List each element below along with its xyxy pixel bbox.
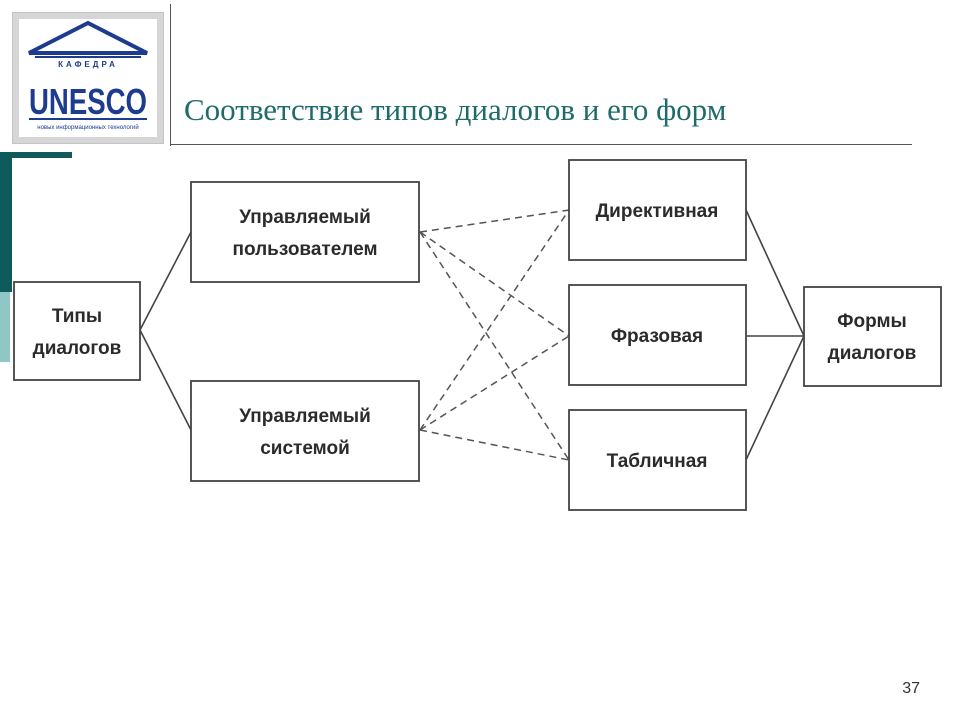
node-user-controlled-box <box>190 181 420 283</box>
node-types-label-1: Типы <box>52 306 102 327</box>
decor-bar-light-vertical <box>0 292 10 362</box>
node-forms-label-2: диалогов <box>828 343 917 364</box>
node-forms-box <box>803 286 942 387</box>
edge-types-to-user <box>139 231 192 331</box>
edge-user-to-directive <box>419 209 570 233</box>
edge-system-to-phrase <box>419 335 570 431</box>
edge-user-to-phrase <box>419 231 570 337</box>
unesco-logo-graphic: КАФЕДРА UNESCO новых информационных техн… <box>19 19 157 137</box>
node-tabular-label: Табличная <box>607 451 708 472</box>
solid-connectors <box>139 209 805 461</box>
edge-directive-to-forms <box>745 209 805 337</box>
logo-background <box>19 19 157 137</box>
node-types-label-2: диалогов <box>33 338 122 359</box>
edge-types-to-system <box>139 329 192 431</box>
node-tabular-box <box>568 409 747 511</box>
logo-name: UNESCO <box>29 81 147 122</box>
logo-roof-icon <box>28 20 148 55</box>
header-divider-horizontal <box>170 144 912 145</box>
edge-system-to-directive <box>419 209 570 431</box>
unesco-logo: КАФЕДРА UNESCO новых информационных техн… <box>12 12 164 144</box>
node-directive-box <box>568 159 747 261</box>
node-system-controlled-label-2: системой <box>260 438 350 459</box>
edge-system-to-tabular <box>419 429 570 461</box>
dashed-connectors <box>419 209 570 461</box>
decor-bar-dark-vertical <box>0 152 12 292</box>
node-forms-label-1: Формы <box>837 311 906 332</box>
logo-arc-text: КАФЕДРА <box>58 60 118 69</box>
node-system-controlled-label-1: Управляемый <box>239 406 371 427</box>
node-phrase-label: Фразовая <box>611 326 703 347</box>
node-system-controlled-box <box>190 380 420 482</box>
node-types-box <box>13 281 141 381</box>
edge-user-to-tabular <box>419 231 570 461</box>
edge-tabular-to-forms <box>745 335 805 461</box>
node-user-controlled-label-1: Управляемый <box>239 207 371 228</box>
header-divider-vertical <box>170 4 171 146</box>
node-user-controlled-label-2: пользователем <box>233 239 378 260</box>
logo-subtitle: новых информационных технологий <box>37 124 139 131</box>
page-title: Соответствие типов диалогов и его форм <box>184 92 727 127</box>
decor-bar-dark-horizontal <box>0 152 72 158</box>
node-directive-label: Директивная <box>596 201 719 222</box>
node-phrase-box <box>568 284 747 386</box>
node-boxes <box>13 159 942 511</box>
page-number: 37 <box>902 680 920 697</box>
